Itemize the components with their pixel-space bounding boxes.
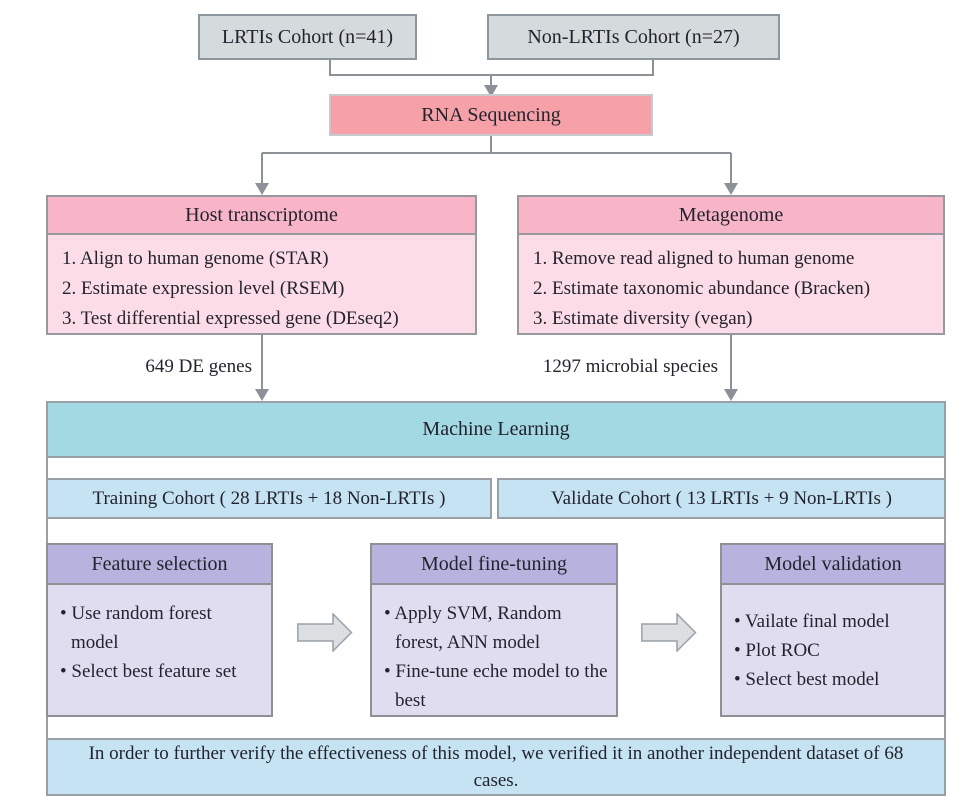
feature-selection-title: Feature selection	[48, 545, 271, 585]
model-fine-tuning-panel: Model fine-tuning • Apply SVM, Random fo…	[370, 543, 618, 717]
independent-dataset-note: In order to further verify the effective…	[46, 738, 946, 796]
flow-arrow-icon	[641, 613, 697, 652]
metagenome-step: 2. Estimate taxonomic abundance (Bracken…	[533, 278, 871, 299]
model-validation-bullet: • Vailate final model	[734, 611, 890, 632]
model-validation-bullet: • Plot ROC	[734, 640, 820, 661]
host-transcriptome-panel: Host transcriptome 1. Align to human gen…	[46, 195, 477, 335]
feature-selection-bullet: • Select best feature set	[60, 661, 237, 682]
machine-learning-header: Machine Learning	[46, 401, 946, 458]
model-validation-panel: Model validation • Vailate final model •…	[720, 543, 946, 717]
validate-cohort-box: Validate Cohort ( 13 LRTIs + 9 Non-LRTIs…	[497, 478, 946, 519]
lrtis-cohort-box: LRTIs Cohort (n=41)	[198, 14, 417, 60]
flow-arrow-icon	[297, 613, 353, 652]
metagenome-panel: Metagenome 1. Remove read aligned to hum…	[517, 195, 945, 335]
model-fine-tuning-title: Model fine-tuning	[372, 545, 616, 585]
microbial-species-label: 1297 microbial species	[542, 356, 718, 377]
host-step: 1. Align to human genome (STAR)	[62, 248, 329, 269]
model-validation-title: Model validation	[722, 545, 944, 585]
training-cohort-box: Training Cohort ( 28 LRTIs + 18 Non-LRTI…	[46, 478, 492, 519]
model-fine-tuning-bullet: • Apply SVM, Random forest, ANN model	[384, 603, 562, 653]
metagenome-step: 1. Remove read aligned to human genome	[533, 248, 855, 269]
model-validation-bullet: • Select best model	[734, 669, 880, 690]
host-step: 2. Estimate expression level (RSEM)	[62, 278, 345, 299]
rna-sequencing-box: RNA Sequencing	[329, 94, 653, 136]
metagenome-title: Metagenome	[519, 197, 943, 235]
non-lrtis-cohort-box: Non-LRTIs Cohort (n=27)	[487, 14, 780, 60]
model-fine-tuning-bullet: • Fine-tune eche model to the best	[384, 661, 608, 711]
metagenome-step: 3. Estimate diversity (vegan)	[533, 308, 753, 329]
feature-selection-bullet: • Use random forest model	[60, 603, 212, 653]
host-step: 3. Test differential expressed gene (DEs…	[62, 308, 399, 329]
de-genes-label: 649 DE genes	[145, 356, 252, 377]
host-transcriptome-title: Host transcriptome	[48, 197, 475, 235]
feature-selection-panel: Feature selection • Use random forest mo…	[46, 543, 273, 717]
